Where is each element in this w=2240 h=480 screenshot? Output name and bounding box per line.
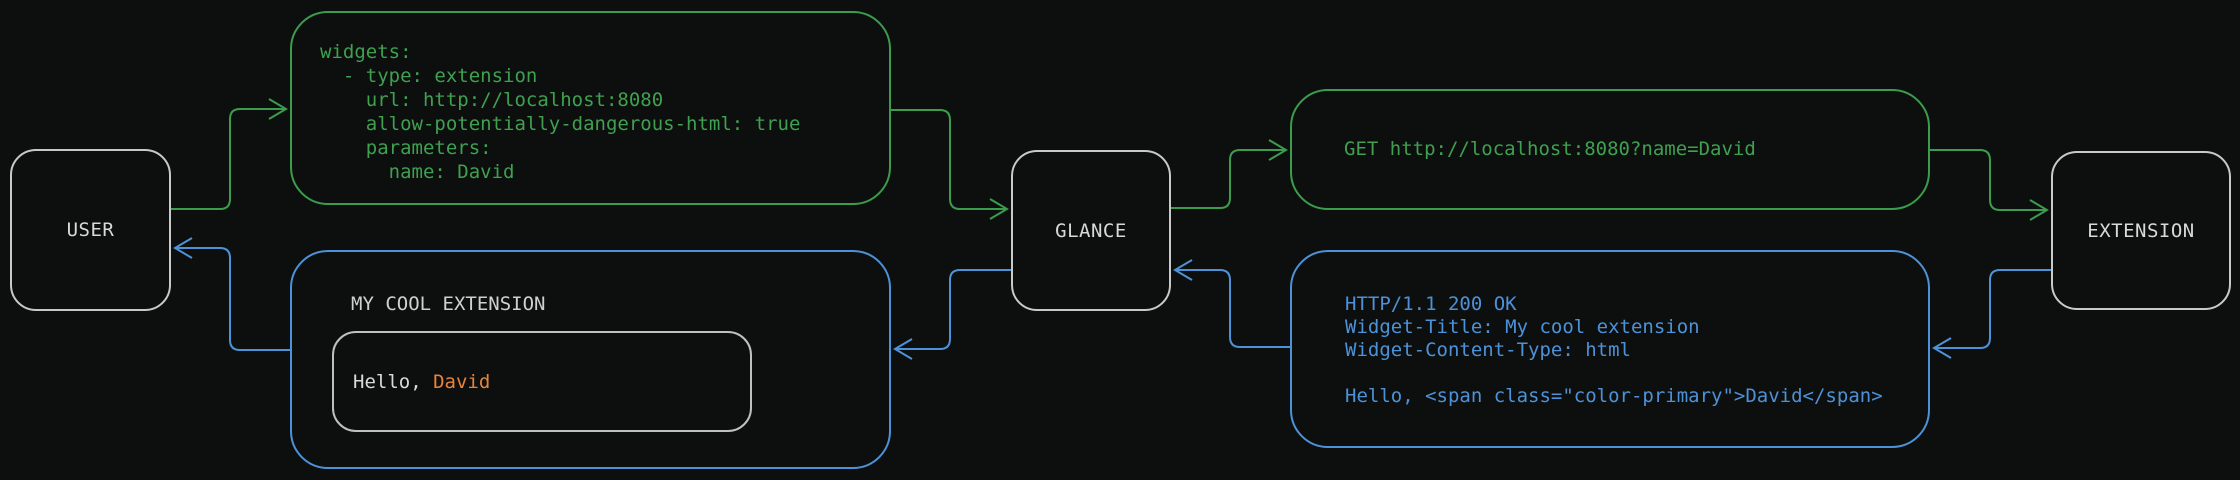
hello-text: Hello, — [353, 370, 434, 393]
widget-preview-box: Hello, David — [332, 331, 752, 432]
http-response-line — [1345, 362, 1918, 385]
node-user: USER — [10, 149, 171, 311]
arrow-user-to-config — [171, 98, 288, 210]
arrow-widget-to-user — [173, 237, 290, 351]
http-response-line: Widget-Content-Type: html — [1345, 339, 1631, 361]
http-response-box: HTTP/1.1 200 OK Widget-Title: My cool ex… — [1290, 250, 1930, 448]
widget-title: MY COOL EXTENSION — [351, 293, 546, 315]
rendered-widget-box: MY COOL EXTENSION Hello, David — [290, 250, 891, 469]
arrow-extension-to-response — [1932, 269, 2051, 359]
config-yaml-line: widgets: — [320, 41, 412, 63]
arrow-glance-to-request — [1171, 139, 1288, 209]
arrow-config-to-glance — [891, 109, 1009, 220]
config-yaml-line: allow-potentially-dangerous-html: true — [320, 113, 801, 135]
node-extension: EXTENSION — [2051, 151, 2231, 310]
node-glance-label: GLANCE — [1055, 219, 1127, 242]
http-response-line: Widget-Title: My cool extension — [1345, 316, 1700, 338]
node-user-label: USER — [66, 219, 115, 241]
arrow-response-to-glance — [1173, 259, 1290, 348]
http-response-line: Hello, <span class="color-primary">David… — [1345, 385, 1883, 407]
http-response-line: HTTP/1.1 200 OK — [1345, 293, 1517, 315]
http-request-box: GET http://localhost:8080?name=David — [1290, 89, 1930, 210]
config-yaml-line: - type: extension — [320, 65, 538, 87]
http-request-line: GET http://localhost:8080?name=David — [1344, 138, 1756, 160]
config-yaml-box: widgets: - type: extension url: http://l… — [290, 11, 891, 205]
config-yaml-line: url: http://localhost:8080 — [320, 89, 664, 111]
config-yaml-line: parameters: — [320, 137, 492, 159]
arrow-glance-to-widget — [893, 269, 1011, 360]
hello-name: David — [433, 370, 491, 393]
arrow-request-to-extension — [1930, 149, 2049, 221]
node-extension-label: EXTENSION — [2087, 219, 2195, 242]
config-yaml-line: name: David — [320, 161, 515, 183]
node-glance: GLANCE — [1011, 150, 1171, 311]
